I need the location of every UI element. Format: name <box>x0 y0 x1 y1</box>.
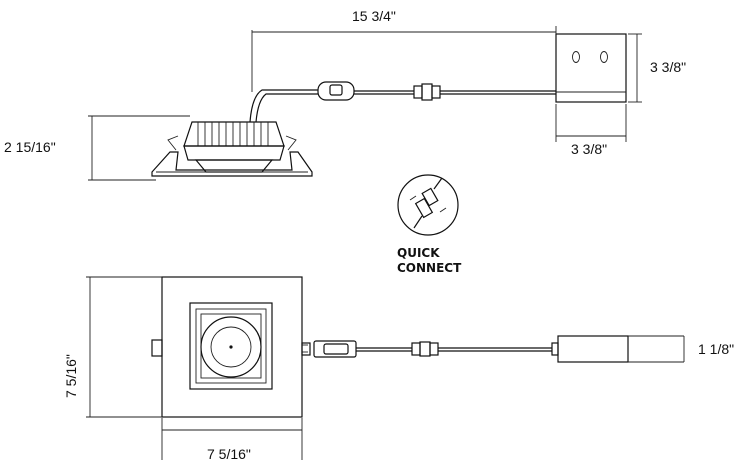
quick-connect-callout: QUICK CONNECT <box>397 174 462 275</box>
cable-length-label: 15 3/4" <box>352 8 396 24</box>
fixture-side-profile <box>151 121 313 177</box>
jbox-height-label: 3 3/8" <box>650 59 686 75</box>
junction-box-side <box>555 33 627 103</box>
dimension-cable-length: 15 3/4" <box>251 8 557 92</box>
jbox-width-label: 3 3/8" <box>571 141 607 157</box>
dimension-trim-height: 7 5/16" <box>63 276 162 418</box>
junction-box-plan <box>557 335 685 363</box>
trim-height-label: 7 5/16" <box>63 354 79 398</box>
dimension-jbox-width: 3 3/8" <box>555 104 627 157</box>
trim-plan <box>151 276 308 418</box>
dimension-fixture-height: 2 15/16" <box>4 115 190 181</box>
plan-view: 7 5/16" 7 5/16" 1 1/8" <box>63 276 734 462</box>
quick-connect-label-line1: QUICK <box>397 246 440 260</box>
fixture-height-label: 2 15/16" <box>4 139 56 155</box>
trim-width-label: 7 5/16" <box>207 446 251 462</box>
driver-height-label: 1 1/8" <box>698 341 734 357</box>
side-view: 15 3/4" 3 3/8" 3 3/8" 2 15/16" <box>4 8 686 181</box>
quick-connect-label-line2: CONNECT <box>397 261 462 275</box>
quick-connect-detail-circle <box>397 174 459 236</box>
cable-side <box>249 81 556 123</box>
dimension-driver-height: 1 1/8" <box>698 341 734 357</box>
quick-connect-icon <box>409 177 447 229</box>
cable-plan <box>301 340 559 358</box>
dimension-jbox-height: 3 3/8" <box>628 33 686 103</box>
dimension-trim-width: 7 5/16" <box>161 418 303 462</box>
